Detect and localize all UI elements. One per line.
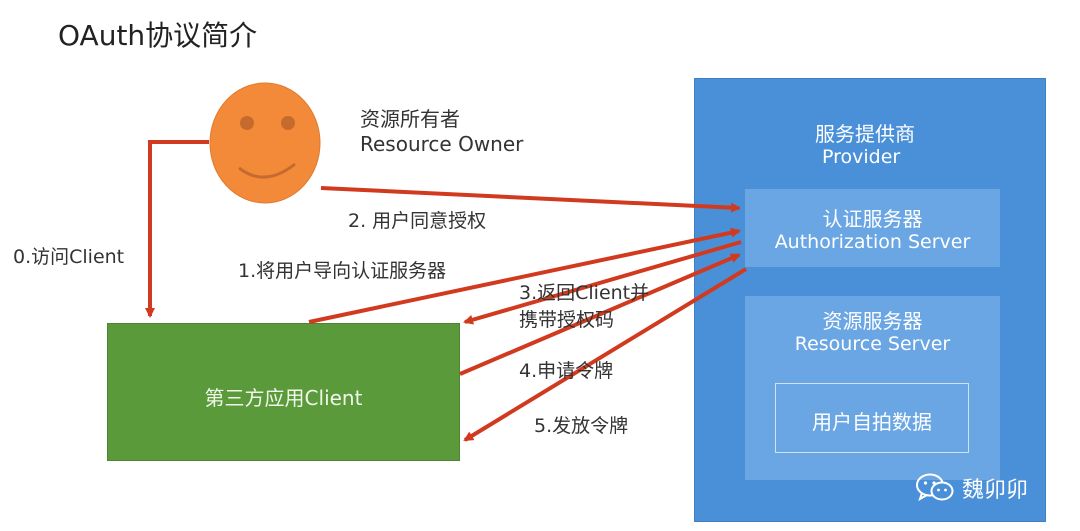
step-1-label: 1.将用户导向认证服务器 bbox=[238, 260, 447, 282]
watermark: 魏卯卯 bbox=[916, 472, 1028, 504]
resource-owner-label-cn: 资源所有者 bbox=[360, 107, 460, 131]
step-0-label: 0.访问Client bbox=[13, 246, 125, 268]
provider-label-cn: 服务提供商 bbox=[815, 122, 915, 146]
user-data-label: 用户自拍数据 bbox=[812, 410, 932, 434]
authorization-server-label-cn: 认证服务器 bbox=[822, 207, 923, 231]
page-title: OAuth协议简介 bbox=[58, 19, 258, 52]
step-5-label: 5.发放令牌 bbox=[534, 415, 629, 437]
resource-server-label-en: Resource Server bbox=[794, 333, 951, 355]
smiley-face-icon bbox=[209, 82, 321, 204]
authorization-server-box bbox=[745, 189, 1000, 267]
resource-server-label-cn: 资源服务器 bbox=[822, 309, 923, 333]
wechat-icon bbox=[916, 473, 954, 502]
resource-owner-label-en: Resource Owner bbox=[360, 132, 524, 156]
watermark-text: 魏卯卯 bbox=[962, 478, 1029, 503]
step-2-label: 2. 用户同意授权 bbox=[348, 210, 487, 232]
arrow-step-0 bbox=[145, 140, 209, 318]
client-app-label: 第三方应用Client bbox=[204, 386, 363, 410]
step-3-label-line1: 3.返回Client并 bbox=[519, 282, 650, 304]
step-3-label-line2: 携带授权码 bbox=[519, 309, 615, 331]
authorization-server-label-en: Authorization Server bbox=[774, 231, 971, 253]
arrow-step-2 bbox=[320, 186, 741, 213]
client-app-box bbox=[107, 323, 460, 461]
user-data-box bbox=[775, 383, 969, 453]
provider-label-en: Provider bbox=[822, 146, 901, 168]
step-4-label: 4.申请令牌 bbox=[519, 360, 614, 382]
